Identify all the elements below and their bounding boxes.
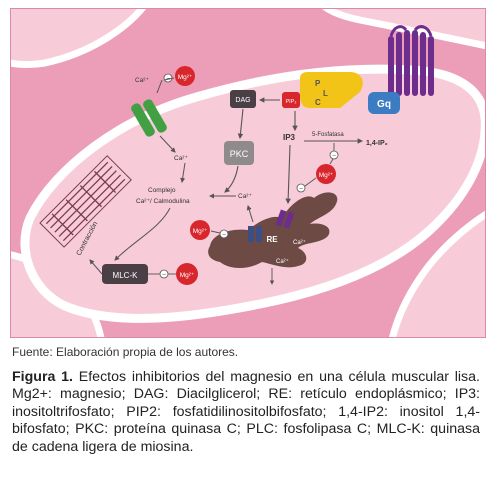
- pip2-label: PIP₂: [286, 99, 297, 105]
- ip4-label: 1,4-IP₂: [366, 140, 388, 147]
- mg-channel-line: [163, 77, 175, 81]
- inhibition-line-channel: [156, 79, 163, 94]
- dag-label: DAG: [235, 97, 250, 104]
- complex-to-mlck-arrow: [114, 207, 171, 261]
- ca-center-label: Ca²⁺: [238, 193, 252, 200]
- phosphatase-label: 5-Fosfatasa: [312, 132, 344, 138]
- mg-channel-label: Mg²⁺: [178, 74, 193, 81]
- figure-diagram: Contracción Gq P L C PIP₂ DAG PKC Mg²⁺ −…: [10, 8, 486, 338]
- mg-ion-ip3: [316, 164, 336, 184]
- activation-sign-phosphatase: −: [332, 153, 336, 160]
- ip3-to-re-arrow: [285, 144, 291, 205]
- plc-enzyme: [300, 72, 363, 108]
- mg-ion-channel: [175, 66, 195, 86]
- ca-to-complex-arrow: [180, 162, 186, 183]
- ip3-label: IP3: [283, 133, 296, 142]
- ca-re-right-label: Ca²⁺: [293, 239, 306, 246]
- contraction-filaments: [39, 155, 132, 248]
- plc-label-l: L: [323, 89, 328, 98]
- figure-caption-label: Figura 1.: [12, 369, 73, 385]
- inhibition-sign-mlck: −: [162, 272, 166, 279]
- mg-re-line: [210, 230, 221, 234]
- ca-influx-arrow: [159, 135, 176, 153]
- re-ca-release-arrow: [246, 205, 254, 223]
- figure-caption-text: Efectos inhibitorios del magnesio en una…: [12, 369, 480, 455]
- complex-label-line2: Ca²⁺/ Calmodulina: [136, 198, 190, 205]
- re-channel-left-b: [256, 226, 262, 242]
- smooth-muscle-cell: [20, 64, 486, 323]
- dag-to-pkc-arrow: [237, 108, 244, 140]
- pkc-label: PKC: [230, 149, 249, 159]
- inhibition-sign-re: −: [222, 232, 226, 239]
- plc-label-c: C: [315, 98, 321, 107]
- calcium-channel: [131, 99, 167, 137]
- mlck-to-contraction-arrow: [89, 259, 103, 275]
- inhibition-mark-ip3: [296, 183, 306, 193]
- gq-protein: [368, 92, 400, 114]
- neighbor-cell-top-right: [320, 8, 486, 50]
- pip2-box: [282, 92, 300, 108]
- re-ip3-receptor-b: [283, 211, 295, 229]
- ca-channel-label: Ca²⁺: [135, 77, 149, 84]
- re-channel-left: [248, 226, 254, 242]
- figure-border: [10, 8, 486, 338]
- ca-re-bottom-label: Ca²⁺: [276, 258, 289, 265]
- mg-ion-re: [190, 220, 210, 240]
- figure-caption: Figura 1. Efectos inhibitorios del magne…: [12, 369, 480, 456]
- dag-box: [230, 90, 256, 108]
- mg-ion-mlck: [176, 263, 198, 285]
- mg-ip3-inhibition-line: [304, 177, 317, 187]
- re-label: RE: [266, 235, 278, 244]
- re-ip3-receptor-a: [275, 209, 287, 227]
- plc-label-p: P: [315, 79, 321, 88]
- mg-phosphatase-line: [329, 158, 334, 165]
- endoplasmic-reticulum: [208, 192, 338, 268]
- complex-label-line1: Complejo: [148, 187, 176, 194]
- mg-mlck-label: Mg²⁺: [180, 272, 195, 279]
- mlck-box: [102, 264, 148, 284]
- inhibition-sign-ip3: −: [299, 186, 303, 193]
- pkc-output-arrow: [224, 165, 239, 193]
- mlck-label: MLC-K: [113, 271, 139, 280]
- gq-label: Gq: [377, 99, 391, 110]
- pkc-box: [224, 141, 254, 165]
- mg-ip3-label: Mg²⁺: [319, 172, 334, 179]
- figure-source: Fuente: Elaboración propia de los autore…: [12, 345, 239, 359]
- mg-re-label: Mg²⁺: [193, 228, 208, 235]
- gq-receptor: [388, 25, 434, 96]
- diagram-svg: Contracción Gq P L C PIP₂ DAG PKC Mg²⁺ −…: [10, 8, 486, 338]
- ca-below-channel-label: Ca²⁺: [174, 155, 188, 162]
